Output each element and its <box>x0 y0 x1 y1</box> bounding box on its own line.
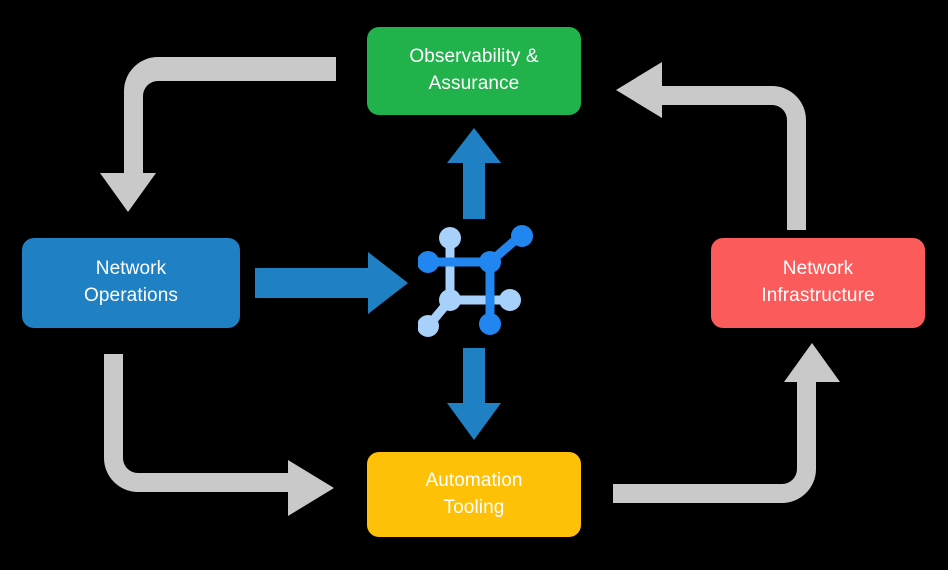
node-box-network-operations[interactable]: Network Operations <box>22 238 240 328</box>
network-node <box>418 251 439 273</box>
network-node <box>439 289 461 311</box>
network-node <box>418 315 439 337</box>
network-topology-icon <box>418 225 533 337</box>
arrow-observability-to-operations <box>100 57 336 212</box>
arrow-center-to-automation <box>447 348 501 440</box>
network-node <box>499 289 521 311</box>
arrow-operations-to-automation <box>104 354 334 516</box>
arrow-infrastructure-to-observability <box>616 62 806 230</box>
node-box-automation-tooling[interactable]: Automation Tooling <box>367 452 581 537</box>
arrow-operations-to-center <box>255 252 408 314</box>
network-node <box>439 227 461 249</box>
node-box-observability-assurance[interactable]: Observability & Assurance <box>367 27 581 115</box>
network-node <box>479 313 501 335</box>
network-node <box>511 225 533 247</box>
network-node <box>479 251 501 273</box>
node-box-network-infrastructure[interactable]: Network Infrastructure <box>711 238 925 328</box>
arrow-center-to-observability <box>447 128 501 219</box>
arrow-automation-to-infrastructure <box>613 343 840 503</box>
